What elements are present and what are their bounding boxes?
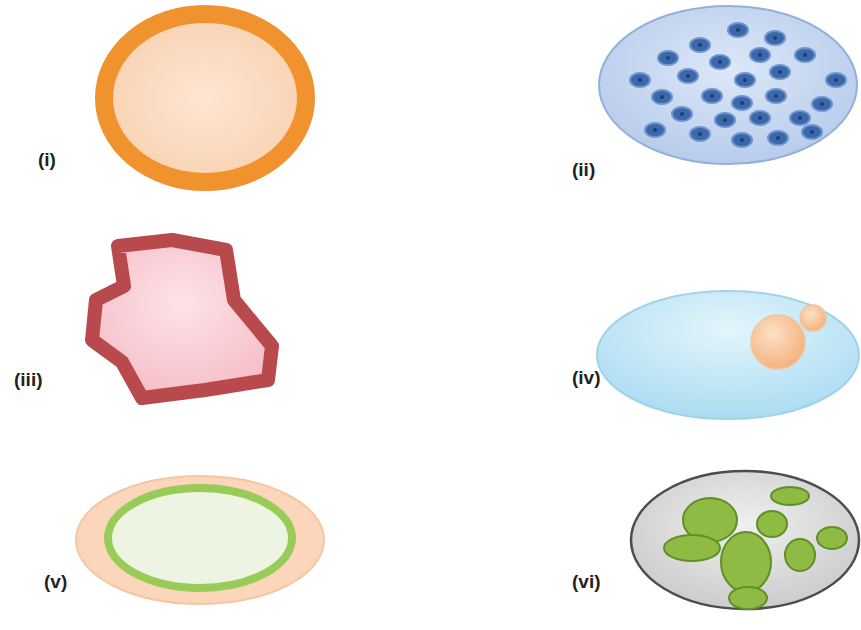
figure-label: (i) — [38, 150, 56, 171]
double-wall-cell — [76, 476, 324, 604]
granules — [630, 23, 846, 147]
figure-label: (iii) — [14, 370, 43, 391]
green-bodies — [664, 487, 847, 609]
figure-label: (v) — [44, 572, 67, 593]
outer-layer — [76, 476, 324, 604]
irregular-cell — [92, 240, 272, 398]
cell-body — [597, 291, 859, 419]
cell-body — [631, 471, 859, 609]
dotted-cell — [599, 6, 857, 164]
cell-wall-circle — [104, 14, 306, 182]
nucleus — [751, 315, 805, 369]
granule-cores — [638, 28, 838, 142]
cluster-cell — [631, 471, 859, 609]
inner-wall — [108, 488, 292, 588]
cell-body — [599, 6, 857, 164]
figure-label: (vi) — [572, 572, 601, 593]
budding-cell — [597, 291, 859, 419]
figure-label: (ii) — [572, 160, 595, 181]
bud — [800, 305, 826, 331]
figure-label: (iv) — [572, 368, 601, 389]
